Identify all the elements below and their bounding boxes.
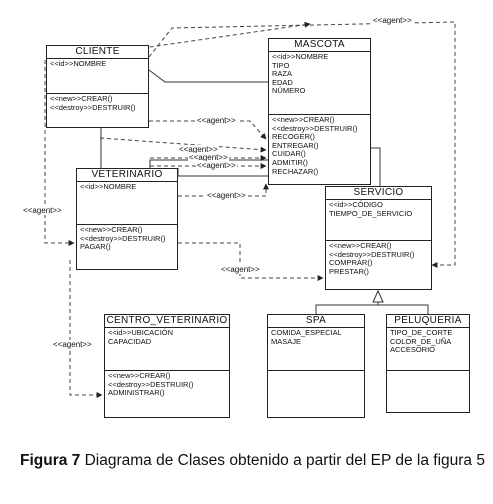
agent-label: <<agent>> xyxy=(188,153,229,162)
method: PAGAR() xyxy=(80,242,111,252)
method: ADMITIR() xyxy=(272,157,308,167)
association-mascota-servicio xyxy=(370,147,381,186)
class-mascota[interactable]: MASCOTA <<id>>NOMBRE TIPO RAZA EDAD NÚME… xyxy=(268,38,371,185)
class-centro-veterinario[interactable]: CENTRO_VETERINARIO <<id>>UBICACIÓN CAPAC… xyxy=(104,314,230,418)
method: <<new>>CREAR() xyxy=(108,371,171,380)
attributes-section: TIPO_DE_CORTE COLOR_DE_UÑA ACCESORIO xyxy=(387,328,469,371)
agent-cliente-mascota xyxy=(148,21,456,268)
method: CUIDAR() xyxy=(272,149,306,159)
attribute: ACCESORIO xyxy=(390,345,436,355)
method: <<new>>CREAR() xyxy=(80,225,143,234)
class-cliente[interactable]: CLIENTE <<id>>NOMBRE <<new>>CREAR() <<de… xyxy=(46,45,149,128)
attribute: <<id>>NOMBRE xyxy=(80,182,137,191)
agent-cliente-veterinario xyxy=(44,60,75,246)
agent-label: <<agent>> xyxy=(220,265,261,274)
attribute: TIPO xyxy=(272,60,290,70)
methods-section xyxy=(387,371,469,373)
method: ADMINISTRAR() xyxy=(108,388,165,398)
agent-label: <<agent>> xyxy=(196,116,237,125)
agent-cliente-mascota-recoger xyxy=(128,120,267,140)
agent-label: <<agent>> xyxy=(178,145,219,154)
attribute: <<id>>NOMBRE xyxy=(50,59,107,68)
association-cliente-mascota xyxy=(148,69,269,83)
class-title: CLIENTE xyxy=(47,46,148,59)
agent-label: <<agent>> xyxy=(372,16,413,25)
class-servicio[interactable]: SERVICIO <<id>>CÓDIGO TIEMPO_DE_SERVICIO… xyxy=(325,186,432,290)
method: <<destroy>>DESTRUIR() xyxy=(108,379,194,389)
method: ENTREGAR() xyxy=(272,140,319,150)
method: RECHAZAR() xyxy=(272,166,319,176)
class-title: MASCOTA xyxy=(269,39,370,52)
class-veterinario[interactable]: VETERINARIO <<id>>NOMBRE <<new>>CREAR() … xyxy=(76,168,178,270)
attributes-section: COMIDA_ESPECIAL MASAJE xyxy=(268,328,364,371)
method: <<destroy>>DESTRUIR() xyxy=(50,102,136,112)
attributes-section: <<id>>NOMBRE xyxy=(77,182,177,225)
attribute: MASAJE xyxy=(271,336,302,346)
agent-label: <<agent>> xyxy=(206,191,247,200)
attribute: EDAD xyxy=(272,77,293,87)
methods-section xyxy=(268,371,364,373)
figure-number: Figura 7 xyxy=(20,452,81,469)
agent-veterinario-servicio xyxy=(178,242,324,281)
attributes-section: <<id>>NOMBRE xyxy=(47,59,148,94)
attribute: NÚMERO xyxy=(272,86,306,96)
caption-text: Diagrama de Clases obtenido a partir del… xyxy=(80,452,485,469)
association-veterinario-mascota-a xyxy=(149,159,269,168)
attribute: CAPACIDAD xyxy=(108,336,152,346)
class-title: VETERINARIO xyxy=(77,169,177,182)
method: <<destroy>>DESTRUIR() xyxy=(329,249,415,259)
methods-section: <<new>>CREAR() <<destroy>>DESTRUIR() ADM… xyxy=(105,371,229,399)
method: PRESTAR() xyxy=(329,266,369,276)
attribute: TIEMPO_DE_SERVICIO xyxy=(329,208,413,218)
figure-caption: Figura 7 Diagrama de Clases obtenido a p… xyxy=(20,448,490,474)
methods-section: <<new>>CREAR() <<destroy>>DESTRUIR() xyxy=(47,94,148,113)
generalization-triangle xyxy=(372,289,384,303)
attribute: <<id>>UBICACIÓN xyxy=(108,328,174,337)
class-title: SERVICIO xyxy=(326,187,431,200)
class-title: SPA xyxy=(268,315,364,328)
methods-section: <<new>>CREAR() <<destroy>>DESTRUIR() REC… xyxy=(269,115,370,177)
method: RECOGER() xyxy=(272,132,315,142)
methods-section: <<new>>CREAR() <<destroy>>DESTRUIR() COM… xyxy=(326,241,431,277)
methods-section: <<new>>CREAR() <<destroy>>DESTRUIR() PAG… xyxy=(77,225,177,253)
attribute: <<id>>NOMBRE xyxy=(272,52,329,61)
agent-label: <<agent>> xyxy=(22,206,63,215)
agent-label: <<agent>> xyxy=(52,340,93,349)
attributes-section: <<id>>NOMBRE TIPO RAZA EDAD NÚMERO xyxy=(269,52,370,115)
attribute: COLOR_DE_UÑA xyxy=(390,336,452,346)
class-title: CENTRO_VETERINARIO xyxy=(105,315,229,328)
attribute: <<id>>CÓDIGO xyxy=(329,200,383,209)
agent-veterinario-centro xyxy=(69,260,103,398)
method: <<destroy>>DESTRUIR() xyxy=(80,233,166,243)
method: <<destroy>>DESTRUIR() xyxy=(272,123,358,133)
class-diagram: CLIENTE <<id>>NOMBRE <<new>>CREAR() <<de… xyxy=(22,16,470,418)
agent-label: <<agent>> xyxy=(196,161,237,170)
agent-cliente-servicio-top xyxy=(114,21,311,53)
method: COMPRAR() xyxy=(329,258,373,268)
attribute: COMIDA_ESPECIAL xyxy=(271,328,342,337)
attributes-section: <<id>>CÓDIGO TIEMPO_DE_SERVICIO xyxy=(326,200,431,241)
attribute: TIPO_DE_CORTE xyxy=(390,328,453,337)
class-peluqueria[interactable]: PELUQUERÍA TIPO_DE_CORTE COLOR_DE_UÑA AC… xyxy=(386,314,470,413)
method: <<new>>CREAR() xyxy=(329,241,392,250)
class-spa[interactable]: SPA COMIDA_ESPECIAL MASAJE xyxy=(267,314,365,418)
association-veterinario-mascota-b xyxy=(177,168,269,177)
class-title: PELUQUERÍA xyxy=(387,315,469,328)
method: <<new>>CREAR() xyxy=(50,94,113,103)
generalization-lines xyxy=(315,302,429,314)
attribute: RAZA xyxy=(272,69,293,79)
attributes-section: <<id>>UBICACIÓN CAPACIDAD xyxy=(105,328,229,371)
method: <<new>>CREAR() xyxy=(272,115,335,124)
